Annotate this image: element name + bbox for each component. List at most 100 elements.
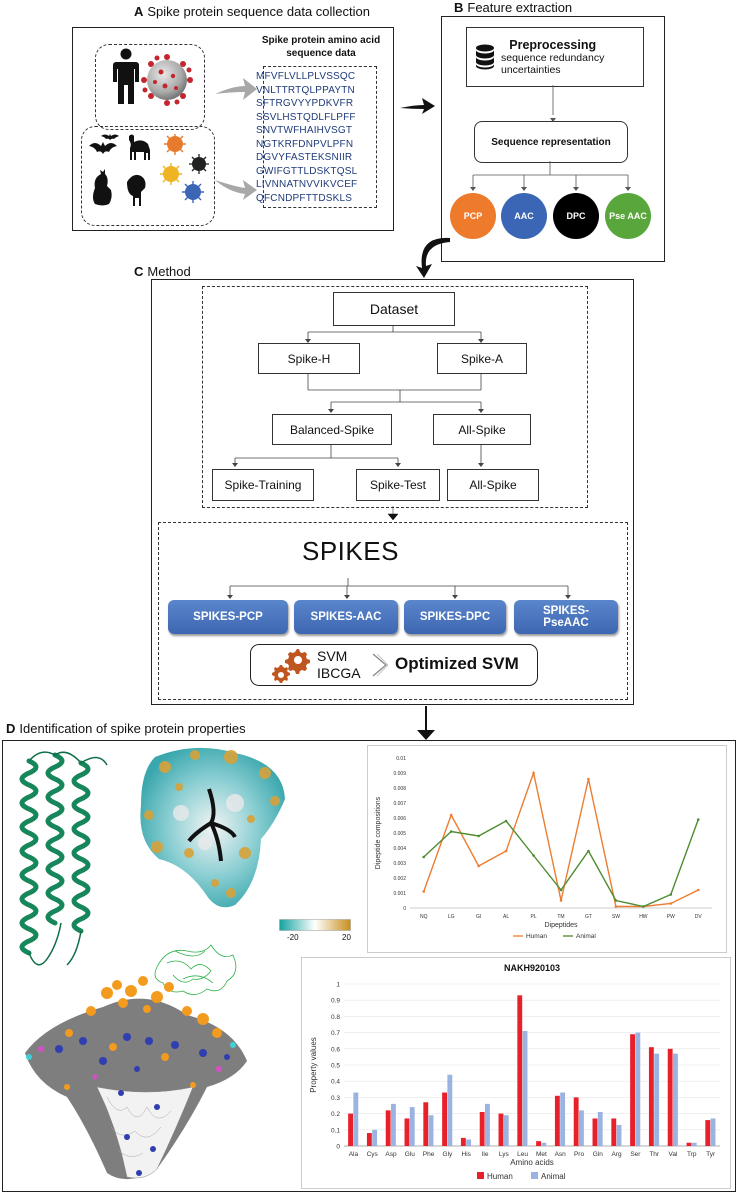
animal-silhouettes-icon	[89, 134, 150, 206]
arrow-a-to-b-icon	[400, 98, 435, 114]
data-point	[532, 854, 535, 857]
legend-label: Human	[526, 933, 547, 940]
data-point	[642, 905, 645, 908]
bar-human	[648, 1047, 654, 1146]
human-icon	[113, 48, 139, 104]
data-point	[449, 813, 453, 817]
bar-animal	[541, 1142, 547, 1146]
bar-human	[705, 1120, 711, 1146]
data-point	[559, 888, 563, 892]
bar-animal	[503, 1115, 509, 1146]
bar-human	[630, 1034, 635, 1146]
bar-animal	[691, 1142, 697, 1146]
x-tick-label: Phe	[423, 1151, 435, 1158]
human-source-box	[95, 44, 205, 130]
y-tick-label: 0.01	[396, 756, 406, 762]
x-tick-label: Trp	[687, 1151, 697, 1158]
bar-human	[536, 1141, 541, 1146]
feature-dpc: DPC	[553, 193, 599, 239]
chart-title: NAKH920103	[504, 963, 560, 973]
y-tick-label: 0.007	[393, 801, 406, 807]
y-tick-label: 0.005	[393, 831, 406, 837]
ibcga-label: IBCGA	[317, 665, 361, 681]
y-tick-label: 0	[336, 1144, 340, 1151]
legend-label: Human	[487, 1172, 513, 1181]
data-point	[669, 902, 673, 905]
y-tick-label: 0.4	[331, 1079, 340, 1086]
data-point	[422, 890, 426, 893]
spike-test-box: Spike-Test	[356, 469, 440, 501]
x-tick-label: Met	[536, 1151, 547, 1158]
y-tick-label: 0.3	[331, 1095, 340, 1102]
data-point	[696, 818, 700, 821]
x-tick-label: Glu	[405, 1151, 416, 1158]
bar-animal	[635, 1032, 641, 1146]
feature-aac: AAC	[501, 193, 547, 239]
data-point	[669, 893, 673, 896]
data-point	[587, 849, 590, 853]
x-tick-label: Asp	[385, 1151, 397, 1158]
y-tick-label: 0	[403, 906, 406, 912]
data-point	[504, 819, 508, 823]
x-tick-label: Asn	[555, 1151, 567, 1158]
model-spikes-pseaac: SPIKES- PseAAC	[514, 600, 618, 634]
bar-human	[460, 1137, 466, 1146]
bar-human	[592, 1118, 598, 1146]
dataset-box: Dataset	[333, 292, 455, 326]
x-tick-label: Leu	[517, 1151, 528, 1158]
data-point	[587, 777, 590, 781]
sequence-line: LIVNNATNVVIKVCEF	[256, 179, 358, 190]
legend-swatch	[531, 1172, 538, 1179]
x-tick-label: GT	[585, 914, 592, 920]
colorbar-min: -20	[287, 933, 299, 942]
preprocessing-box: Preprocessing sequence redundancy uncert…	[466, 27, 644, 87]
x-tick-label: Thr	[649, 1151, 660, 1158]
bar-animal	[560, 1092, 566, 1146]
x-tick-label: HW	[639, 914, 648, 920]
bar-animal	[616, 1124, 622, 1146]
curved-arrow-b-to-c-icon	[416, 237, 450, 278]
spikes-dashed-box	[158, 522, 628, 700]
x-tick-label: Ala	[349, 1151, 359, 1158]
sequence-line: SFTRGVYYPDKVFR	[256, 98, 354, 109]
sequence-line: VNLTTRTQLPPAYTN	[256, 84, 355, 96]
x-tick-label: DV	[695, 914, 703, 920]
bar-human	[611, 1118, 617, 1146]
bar-animal	[391, 1103, 396, 1146]
bar-animal	[447, 1074, 453, 1146]
bar-animal	[485, 1103, 490, 1146]
bar-animal	[710, 1118, 716, 1146]
x-tick-label: Gly	[443, 1151, 454, 1158]
gears-icon	[272, 649, 310, 683]
y-tick-label: 0.003	[393, 861, 406, 867]
data-point	[614, 905, 618, 908]
bar-animal	[428, 1115, 434, 1146]
model-spikes-aac: SPIKES-AAC	[294, 600, 398, 634]
y-tick-label: 0.009	[393, 771, 406, 777]
sequence-line: DGVYFASTEKSNIIR	[256, 152, 353, 163]
spike-training-box: Spike-Training	[212, 469, 314, 501]
spikes-title: SPIKES	[302, 536, 399, 566]
panel-a-box: Spike protein amino acid sequence data M…	[72, 27, 394, 231]
series-line-animal	[423, 819, 699, 908]
animal-source-box	[81, 126, 215, 226]
bar-animal	[597, 1111, 603, 1146]
x-tick-label: His	[462, 1151, 472, 1158]
x-tick-label: Gln	[593, 1151, 604, 1158]
animal-virus-icons	[160, 134, 209, 203]
sequence-representation-box: Sequence representation	[474, 121, 628, 163]
y-tick-label: 0.7	[331, 1030, 340, 1037]
feature-pcp: PCP	[450, 193, 496, 239]
arrow-c-to-d-icon	[417, 706, 435, 740]
data-point	[532, 771, 535, 775]
bar-animal	[353, 1092, 359, 1146]
bar-human	[423, 1102, 429, 1146]
bar-human	[554, 1095, 560, 1146]
legend-label: Animal	[541, 1172, 566, 1181]
bar-human	[385, 1110, 391, 1146]
sequence-title: Spike protein amino acid sequence data	[261, 35, 381, 59]
legend-label: Animal	[576, 933, 596, 940]
